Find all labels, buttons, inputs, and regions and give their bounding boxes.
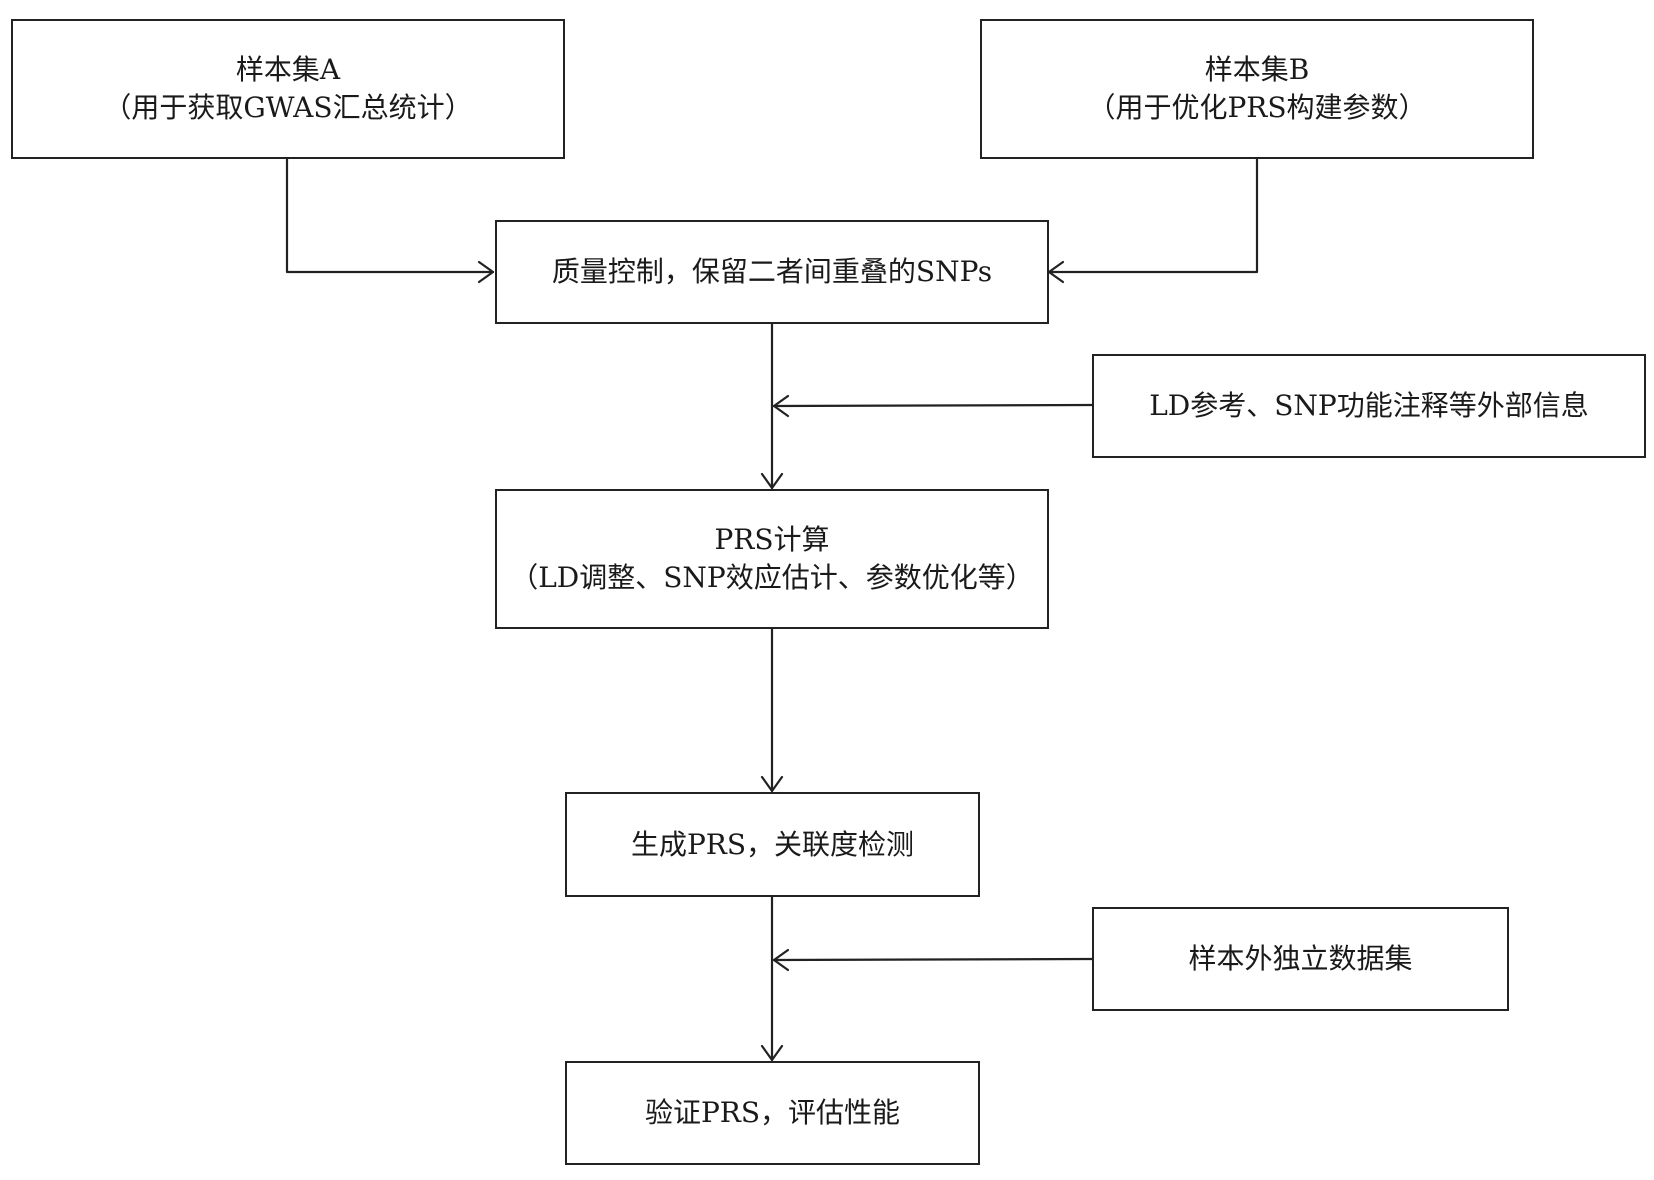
edge-independent-data-to-link (772, 957, 1094, 962)
node-generate-prs: 生成PRS，关联度检测 (565, 792, 980, 897)
arrowhead-sample-b-to-qc (1047, 260, 1065, 284)
edge-sample-b-to-qc (1047, 156, 1259, 274)
node-prs-compute: PRS计算 （LD调整、SNP效应估计、参数优化等） (495, 489, 1049, 629)
node-independent-data-label: 样本外独立数据集 (1188, 942, 1413, 975)
node-validate-prs-label: 验证PRS，评估性能 (644, 1096, 901, 1129)
node-generate-prs-label: 生成PRS，关联度检测 (630, 827, 915, 861)
node-external-info-label: LD参考、SNP功能注释等外部信息 (1149, 389, 1589, 422)
node-prs-compute-subtitle: （LD调整、SNP效应估计、参数优化等） (510, 561, 1034, 594)
node-sample-a: 样本集A （用于获取GWAS汇总统计） (11, 19, 565, 159)
node-sample-a-subtitle: （用于获取GWAS汇总统计） (103, 91, 473, 124)
arrowhead-sample-a-to-qc (477, 260, 495, 284)
arrowhead-independent-data (772, 948, 790, 972)
node-validate-prs: 验证PRS，评估性能 (565, 1061, 980, 1165)
node-prs-compute-title: PRS计算 (714, 523, 830, 556)
node-sample-b-title: 样本集B (1204, 53, 1310, 86)
arrowhead-external-info (772, 394, 790, 418)
node-sample-b-subtitle: （用于优化PRS构建参数） (1087, 91, 1427, 124)
node-independent-data: 样本外独立数据集 (1092, 907, 1509, 1011)
node-sample-a-title: 样本集A (235, 53, 341, 86)
node-quality-control: 质量控制，保留二者间重叠的SNPs (495, 220, 1049, 324)
arrowhead-prs-compute-to-generate (760, 775, 784, 793)
node-sample-b: 样本集B （用于优化PRS构建参数） (980, 19, 1534, 159)
edge-sample-a-to-qc (285, 156, 495, 274)
node-external-info: LD参考、SNP功能注释等外部信息 (1092, 354, 1646, 458)
node-quality-control-label: 质量控制，保留二者间重叠的SNPs (551, 255, 993, 288)
edge-external-info-to-link (772, 403, 1094, 408)
arrowhead-qc-to-prs-compute (760, 472, 784, 490)
arrowhead-generate-to-validate (760, 1044, 784, 1062)
